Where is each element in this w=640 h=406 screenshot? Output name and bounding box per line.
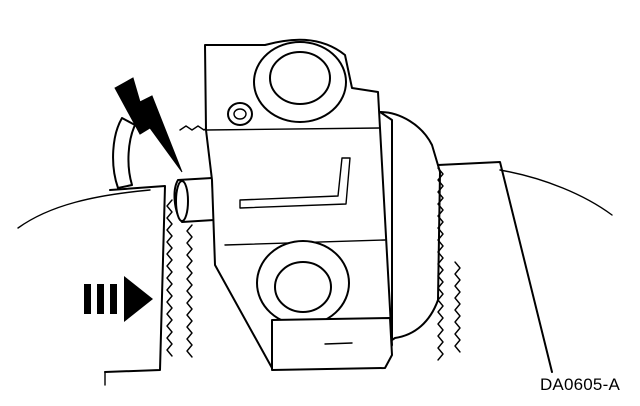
mounting-bolt-hole: [227, 102, 253, 126]
right-mounting-plate: [437, 161, 553, 373]
direction-arrow: [84, 276, 153, 322]
serrated-edge-left-1: [166, 199, 173, 357]
solid-callout-arrow: [114, 77, 183, 173]
left-mounting-plate: [104, 185, 166, 373]
body-face-edge: [205, 127, 381, 131]
serrated-edge-right-1: [437, 167, 444, 361]
base-block-slot: [324, 342, 353, 345]
washer-bracket: [112, 117, 136, 189]
serrated-edge-left-2: [186, 224, 193, 358]
indicator-slot: [239, 157, 351, 209]
figure-reference-code: DA0605-A: [539, 375, 620, 394]
housing-outline-left: [17, 189, 151, 229]
lower-pulley-bore: [274, 261, 332, 313]
bolt-hole-inner: [233, 108, 247, 120]
shaft-end: [175, 180, 189, 222]
serrated-edge-right-2: [454, 261, 461, 353]
housing-outline-right: [499, 169, 613, 216]
upper-pulley-bore: [269, 51, 331, 105]
